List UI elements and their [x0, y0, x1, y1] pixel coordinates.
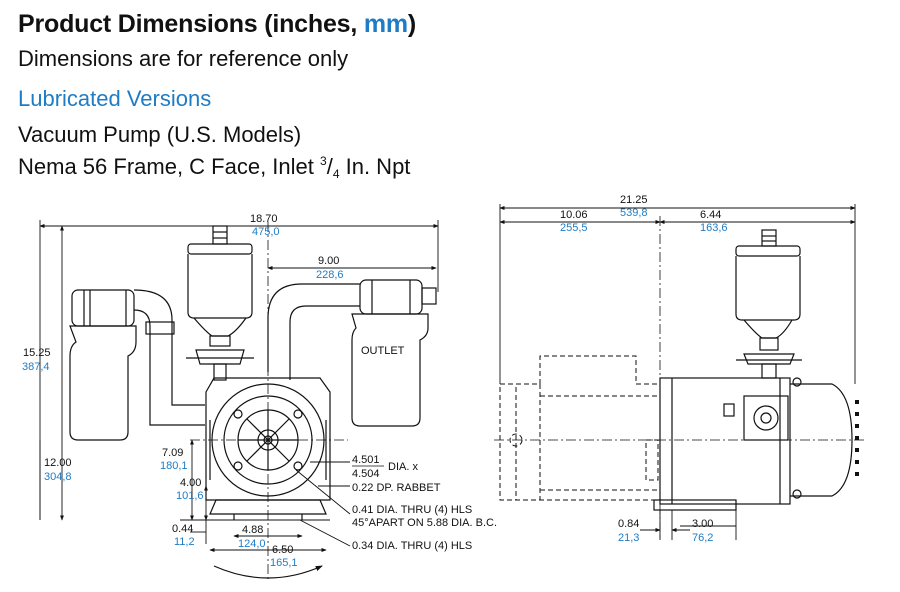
face-holes-note-1: 0.41 DIA. THRU (4) HLS: [352, 504, 472, 516]
cooling-fins: [855, 400, 859, 476]
dim-center-height-in: 7.09: [162, 447, 183, 459]
title-mm: mm: [363, 10, 408, 38]
dim-outlet-offset-in: 9.00: [318, 255, 339, 267]
dim-overall-length-in: 21.25: [620, 194, 648, 206]
dim-shaft-height-mm: 304,8: [44, 471, 72, 483]
title-close: ): [407, 10, 417, 38]
dim-foot-offset-mm: 21,3: [618, 532, 639, 544]
dim-base-thickness-in: 0.44: [172, 523, 193, 535]
section-heading: Lubricated Versions: [18, 86, 212, 111]
side-pump: [653, 377, 853, 511]
dim-base-width-mm: 165,1: [270, 557, 298, 569]
inlet-bottle: [69, 289, 205, 441]
frame-denominator: 4: [332, 167, 340, 181]
top-filter: [186, 225, 254, 381]
dim-base-thickness-mm: 11,2: [174, 536, 195, 548]
outlet-label: OUTLET: [361, 345, 405, 357]
dim-overall-width-mm: 475,0: [252, 226, 280, 238]
dim-foot-length-mm: 76,2: [692, 532, 713, 544]
dim-foot-height-in: 4.00: [180, 477, 201, 489]
dim-shaft-height-in: 12.00: [44, 457, 72, 469]
dim-base-width-in: 6.50: [272, 544, 293, 556]
motor-outline: [499, 355, 661, 501]
rabbet-depth-note: 0.22 DP. RABBET: [352, 482, 441, 494]
page-title: Product Dimensions (inches, mm): [18, 10, 416, 39]
dim-motor-to-center-mm: 255,5: [560, 222, 588, 234]
dim-overall-length-mm: 539,8: [620, 207, 648, 219]
dim-center-to-end-in: 6.44: [700, 209, 721, 221]
dim-outlet-offset-mm: 228,6: [316, 269, 344, 281]
dim-foot-spacing-in: 4.88: [242, 524, 263, 536]
frame-suffix: In. Npt: [339, 154, 411, 179]
frame-prefix: Nema 56 Frame, C Face, Inlet: [18, 154, 320, 179]
subtitle: Dimensions are for reference only: [18, 46, 349, 71]
dim-center-to-end-mm: 163,6: [700, 222, 728, 234]
dim-foot-spacing-mm: 124,0: [238, 538, 266, 550]
dim-center-height-mm: 180,1: [160, 460, 188, 472]
dim-foot-offset-in: 0.84: [618, 518, 639, 530]
frame-line: Nema 56 Frame, C Face, Inlet 3/4 In. Npt: [18, 154, 411, 181]
dim-foot-height-mm: 101,6: [176, 490, 204, 502]
dim-motor-to-center-in: 10.06: [560, 209, 588, 221]
rabbet-dia-bottom: 4.504: [352, 468, 380, 480]
model-line: Vacuum Pump (U.S. Models): [18, 122, 302, 147]
dim-foot-length-in: 3.00: [692, 518, 713, 530]
face-holes-note-2: 45°APART ON 5.88 DIA. B.C.: [352, 517, 497, 529]
base-holes-note: 0.34 DIA. THRU (4) HLS: [352, 540, 472, 552]
rabbet-dia-top: 4.501: [352, 454, 380, 466]
dim-overall-height-mm: 387,4: [22, 361, 50, 373]
side-view: [499, 229, 853, 511]
frame-numerator: 3: [320, 154, 327, 168]
dim-overall-width-in: 18.70: [250, 213, 278, 225]
dim-overall-height-in: 15.25: [23, 347, 51, 359]
rabbet-suffix: DIA. x: [388, 461, 418, 473]
side-filter: [735, 229, 802, 379]
title-main: Product Dimensions (inches,: [18, 10, 364, 38]
